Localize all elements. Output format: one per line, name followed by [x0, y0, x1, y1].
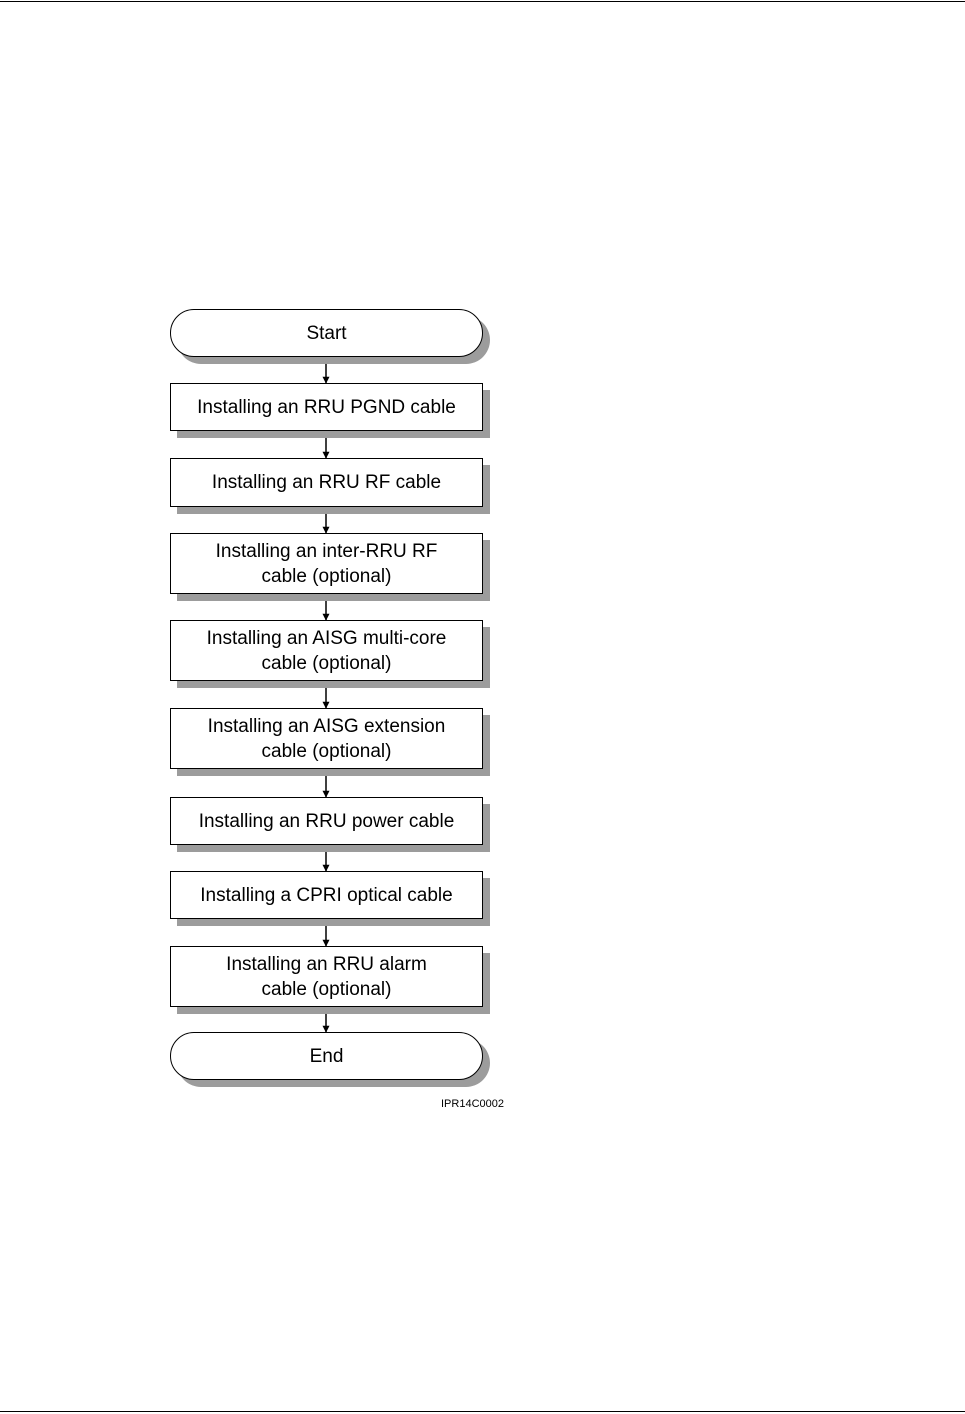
figure-id-label: IPR14C0002 — [441, 1098, 504, 1110]
step-install-aisg-multicore-cable: Installing an AISG multi-core cable (opt… — [170, 620, 483, 681]
step-install-pgnd-cable: Installing an RRU PGND cable — [170, 383, 483, 431]
step-install-cpri-optical-cable: Installing a CPRI optical cable — [170, 871, 483, 919]
start-terminal: Start — [170, 309, 483, 357]
step-install-aisg-extension-cable: Installing an AISG extension cable (opti… — [170, 708, 483, 769]
footer-rule — [0, 1411, 965, 1412]
header-rule — [0, 1, 965, 2]
end-terminal: End — [170, 1032, 483, 1080]
step-install-rf-cable: Installing an RRU RF cable — [170, 458, 483, 507]
step-install-alarm-cable: Installing an RRU alarm cable (optional) — [170, 946, 483, 1007]
step-install-inter-rru-rf-cable: Installing an inter-RRU RF cable (option… — [170, 533, 483, 594]
step-install-power-cable: Installing an RRU power cable — [170, 797, 483, 845]
